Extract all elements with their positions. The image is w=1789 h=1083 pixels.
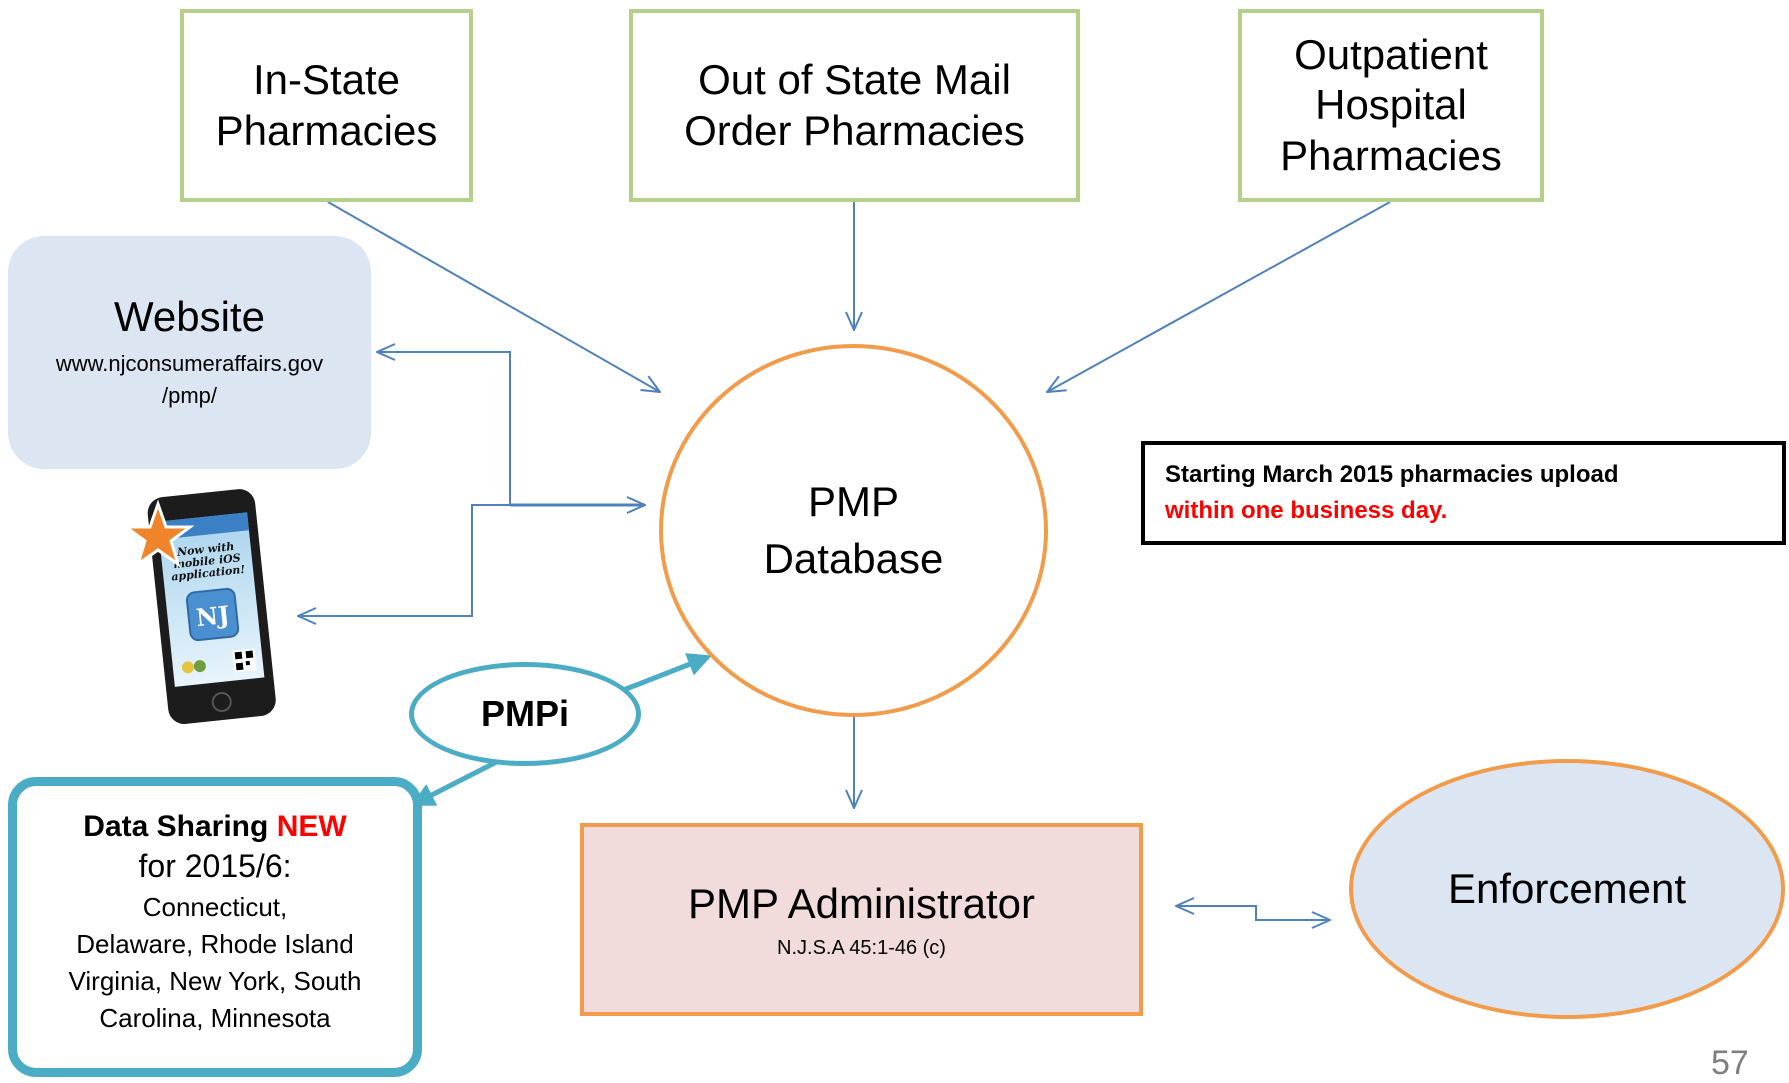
mail-order-pharmacies-label: Out of State Mail Order Pharmacies [684,56,1025,154]
in-state-pharmacies-box: In-State Pharmacies [180,9,473,202]
data-sharing-box: Data Sharing NEW for 2015/6: Connecticut… [8,777,422,1077]
arrow-db-to-website [377,352,511,505]
upload-note-highlight: within one business day. [1165,497,1448,524]
data-sharing-title: Data Sharing [83,810,269,843]
enforcement-label: Enforcement [1447,865,1687,912]
new-badge: NEW [276,810,347,843]
phone-screen-line1: Now with [175,540,234,559]
hospital-pharmacies-box: Outpatient Hospital Pharmacies [1238,9,1544,202]
star-icon [121,499,195,568]
website-url-line2: /pmp/ [161,382,218,408]
upload-note-box: Starting March 2015 pharmacies upload wi… [1141,441,1786,545]
hospital-pharmacies-label: Outpatient Hospital Pharmacies [1280,30,1502,179]
pmp-administrator-box: PMP Administrator N.J.S.A 45:1-46 (c) [580,823,1143,1016]
enforcement-ellipse: Enforcement [1349,759,1785,1019]
website-url-line1: www.njconsumeraffairs.gov [55,350,324,376]
arrow-admin-enforcement [1176,906,1330,920]
pmpi-ellipse: PMPi [409,662,641,766]
upload-note-text: Starting March 2015 pharmacies upload [1165,461,1619,488]
in-state-pharmacies-label: In-State Pharmacies [215,56,438,154]
pmp-administrator-title: PMP Administrator [687,879,1035,927]
page-number: 57 [1711,1044,1749,1082]
arrow-db-to-phone [298,504,510,616]
arrow-instate-to-db [327,201,660,392]
website-url: www.njconsumeraffairs.gov /pmp/ [56,348,323,412]
pmpi-label: PMPi [480,693,569,734]
data-sharing-heading: Data Sharing NEW [83,810,346,844]
mail-order-pharmacies-box: Out of State Mail Order Pharmacies [629,9,1080,202]
smartphone-icon: Now with mobile iOS application! NJ [121,489,276,724]
website-title: Website [114,293,265,341]
website-box: Website www.njconsumeraffairs.gov /pmp/ [8,236,371,469]
pmp-administrator-statute: N.J.S.A 45:1-46 (c) [777,937,946,960]
pmp-database-circle: PMP Database [659,344,1048,717]
phone-nj-logo: NJ [195,600,231,632]
arrow-hospital-to-db [1047,201,1391,392]
data-sharing-states: Connecticut, Delaware, Rhode Island Virg… [68,892,362,1033]
pmp-database-label: PMP Database [763,477,944,582]
data-sharing-year: for 2015/6: [138,848,292,884]
